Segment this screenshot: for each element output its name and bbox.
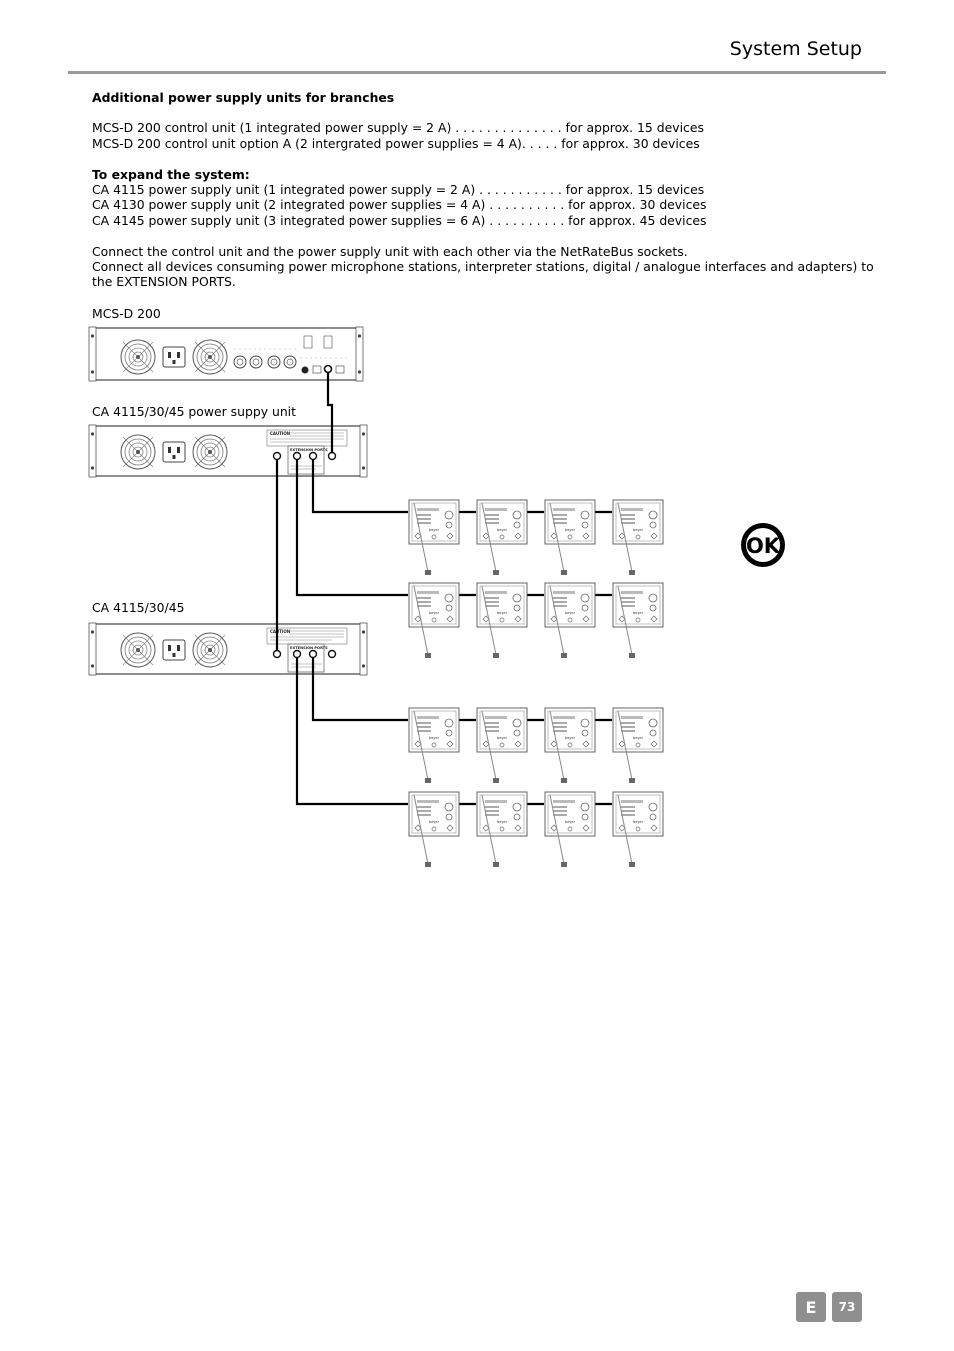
expand-heading: To expand the system: [92,167,250,182]
connect-paragraph-2a: Connect all devices consuming power micr… [92,259,874,274]
label-control-unit: MCS-D 200 [92,306,161,321]
page-number-badge: 73 [832,1292,862,1322]
psu-connectors [272,451,337,659]
ok-mark-text: OK [746,534,781,558]
ca-line-1: CA 4115 power supply unit (1 integrated … [92,182,705,197]
language-badge: E [796,1292,826,1322]
mcs-line-2: MCS-D 200 control unit option A (2 inter… [92,136,700,151]
label-psu-1: CA 4115/30/45 power suppy unit [92,404,296,419]
cables [275,372,612,806]
psu-unit-2 [89,623,367,675]
label-psu-2: CA 4115/30/45 [92,600,185,615]
control-unit-mcs-d-200 [88,326,364,382]
section-heading: Additional power supply units for branch… [92,90,395,105]
connect-paragraph-2b: the EXTENSION PORTS. [92,274,236,289]
mcs-line-1: MCS-D 200 control unit (1 integrated pow… [92,120,704,135]
ca-line-3: CA 4145 power supply unit (3 integrated … [92,213,707,228]
ok-mark: OK [741,523,785,567]
page-header-title: System Setup [729,38,862,60]
connect-paragraph-1: Connect the control unit and the power s… [92,244,688,259]
header-divider [68,71,886,74]
psu-unit-1 [89,425,367,477]
ca-line-2: CA 4130 power supply unit (2 integrated … [92,197,707,212]
